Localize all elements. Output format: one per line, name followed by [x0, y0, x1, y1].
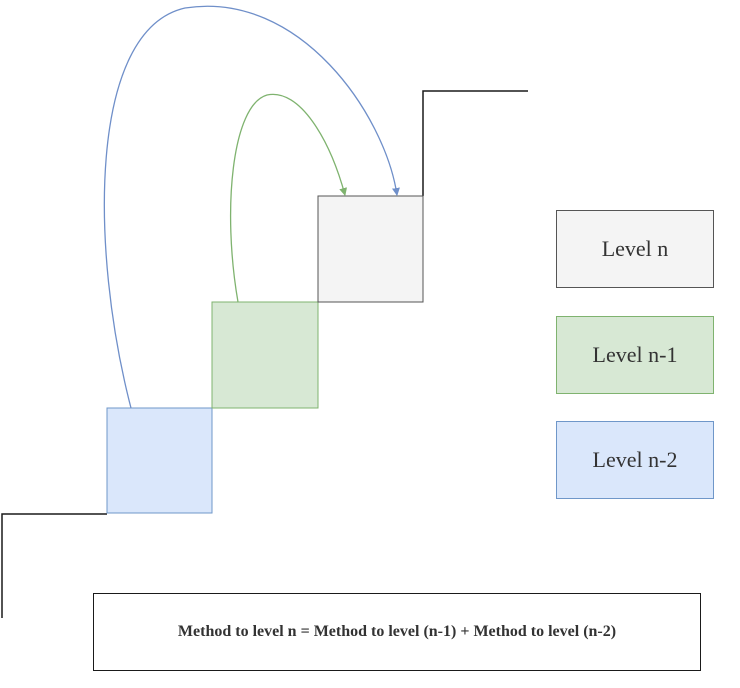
arrow-from-level-n-2	[103, 5, 400, 409]
arrow-from-level-n-1	[229, 93, 348, 303]
formula-box: Method to level n = Method to level (n-1…	[93, 593, 701, 671]
step-level-n-1	[211, 301, 319, 409]
stair-bottom-line	[1, 513, 107, 618]
legend-level-n-1-label: Level n-1	[592, 342, 678, 367]
legend-level-n-2: Level n-2	[556, 421, 714, 499]
legend-level-n: Level n	[556, 210, 714, 288]
step-level-n-2	[106, 407, 213, 514]
legend-level-n-label: Level n	[601, 236, 669, 261]
formula-text: Method to level n = Method to level (n-1…	[177, 623, 617, 640]
legend-level-n-2-label: Level n-2	[592, 447, 678, 472]
stair-top-line	[422, 90, 528, 196]
step-level-n	[317, 195, 424, 303]
legend-level-n-1: Level n-1	[556, 316, 714, 394]
